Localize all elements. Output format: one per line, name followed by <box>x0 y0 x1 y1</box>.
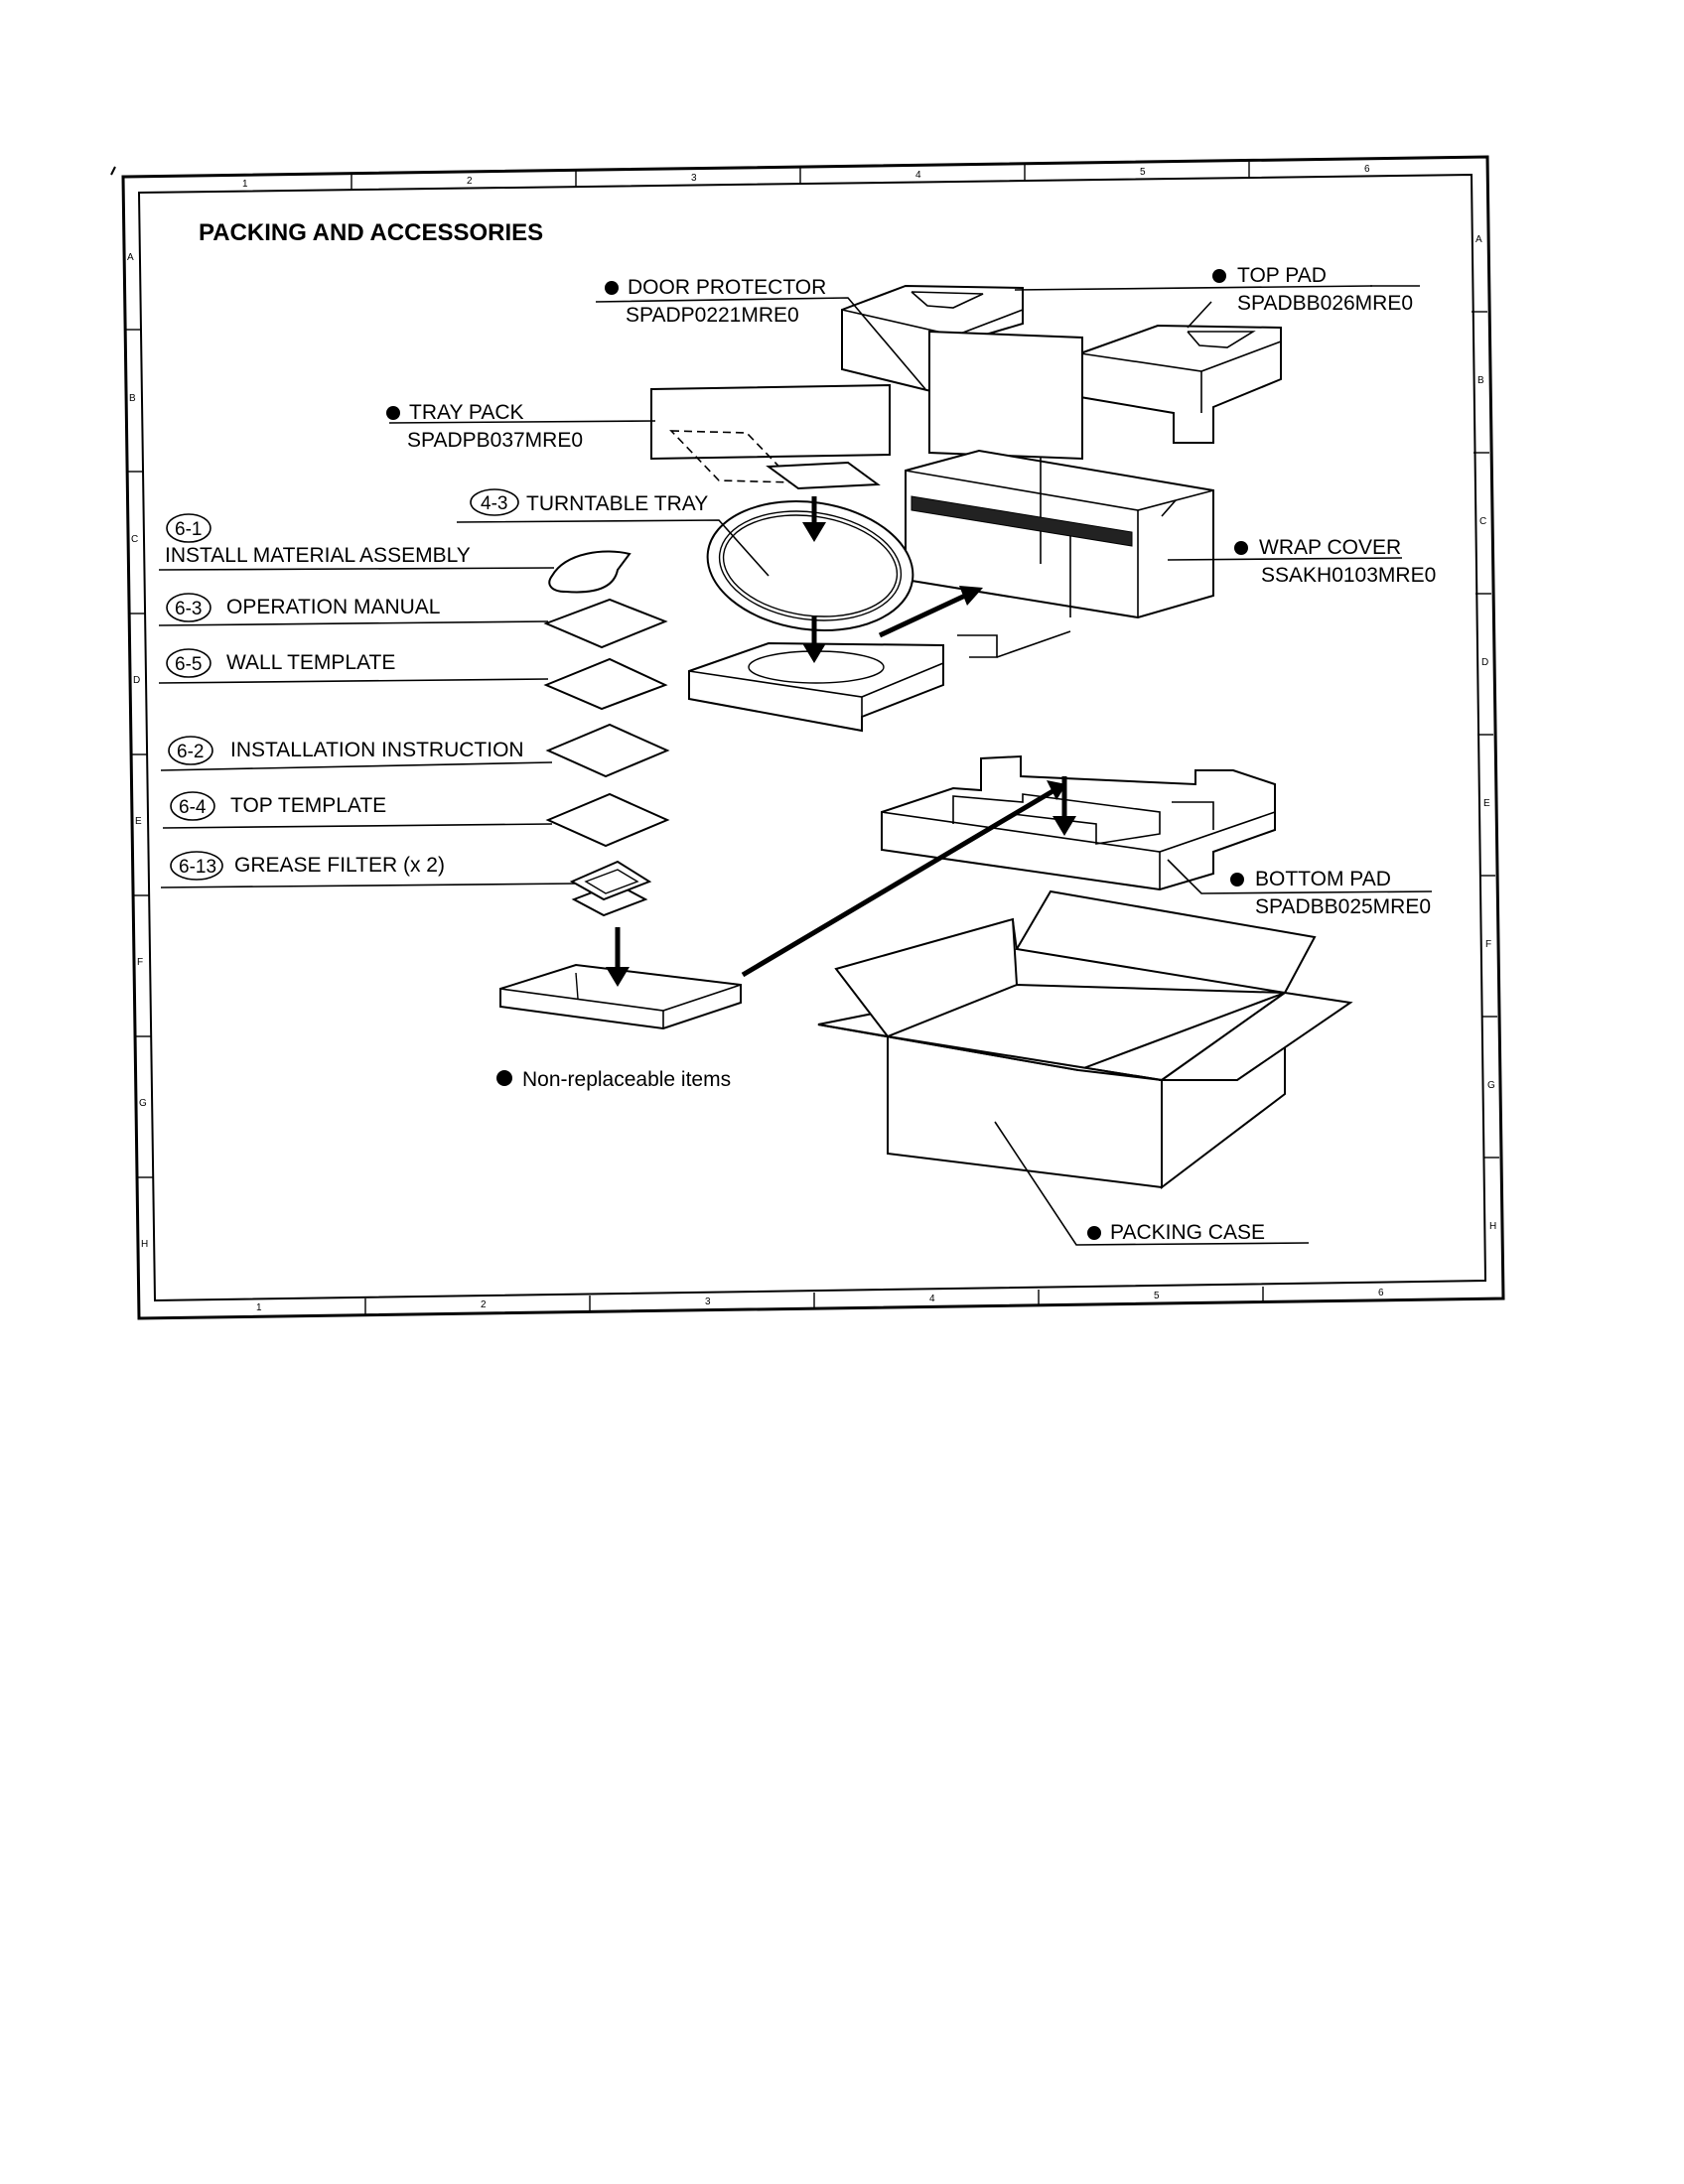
wrap-cover-bullet <box>1234 541 1248 555</box>
tray-pack-code: SPADPB037MRE0 <box>407 429 583 452</box>
grid-col-6: 6 <box>1364 164 1370 175</box>
door-protector-label: DOOR PROTECTOR <box>628 276 826 299</box>
assembly-arrows <box>606 496 1076 987</box>
grid-col-3-bottom: 3 <box>705 1297 711 1307</box>
bottom-pad-label: BOTTOM PAD <box>1255 868 1391 890</box>
operation-manual-ref-circle <box>166 593 211 622</box>
tray-pack-drawing <box>650 383 891 490</box>
grid-row-a: A <box>127 252 134 263</box>
grid-row-c: C <box>131 534 138 545</box>
grid-col-5: 5 <box>1140 167 1146 178</box>
grease-filter-label: GREASE FILTER (x 2) <box>234 854 445 877</box>
grid-col-5-bottom: 5 <box>1154 1291 1160 1301</box>
door-protector-bullet <box>605 281 619 295</box>
grid-col-6-bottom: 6 <box>1378 1288 1384 1298</box>
grid-row-g: G <box>139 1098 147 1109</box>
legend-bullet <box>496 1070 512 1086</box>
packing-case-drawing <box>817 889 1353 1190</box>
operation-manual-ref: 6-3 <box>175 599 202 619</box>
installation-instruction-label: INSTALLATION INSTRUCTION <box>230 739 524 761</box>
top-template-drawing <box>545 792 670 848</box>
installation-instruction-ref-circle <box>168 736 213 765</box>
grid-row-h: H <box>141 1239 148 1250</box>
tray-pack-label: TRAY PACK <box>409 401 524 424</box>
grid-col-1: 1 <box>242 179 248 190</box>
grid-col-2: 2 <box>467 176 473 187</box>
grid-row-f: F <box>137 957 143 968</box>
legend-label: Non-replaceable items <box>522 1068 731 1091</box>
turntable-tray-ref-circle <box>470 488 519 516</box>
grid-row-a-right: A <box>1475 234 1482 245</box>
grid-col-4: 4 <box>915 170 921 181</box>
bottom-pad-bullet <box>1230 873 1244 887</box>
turntable-tray-drawing <box>706 499 914 632</box>
grid-row-c-right: C <box>1479 516 1486 527</box>
tray-box-drawing <box>688 641 944 733</box>
grid-row-d: D <box>133 675 140 686</box>
grid-col-1-bottom: 1 <box>256 1302 262 1313</box>
grease-filter-ref: 6-13 <box>179 857 216 878</box>
wall-template-label: WALL TEMPLATE <box>226 651 395 674</box>
wall-template-ref: 6-5 <box>175 654 202 675</box>
grid-col-4-bottom: 4 <box>929 1294 935 1304</box>
wrap-cover-label: WRAP COVER <box>1259 536 1401 559</box>
bottom-pad-drawing <box>881 754 1276 891</box>
top-pad-label: TOP PAD <box>1237 264 1327 287</box>
grid-row-d-right: D <box>1481 657 1488 668</box>
turntable-tray-ref: 4-3 <box>481 493 507 514</box>
wrap-cover-drawing <box>905 449 1214 658</box>
corner-mark <box>110 166 116 176</box>
grid-row-g-right: G <box>1487 1080 1495 1091</box>
tray-pack-bullet <box>386 406 400 420</box>
grid-col-2-bottom: 2 <box>481 1299 487 1310</box>
installation-instruction-ref: 6-2 <box>177 742 204 762</box>
top-pad-bullet <box>1212 269 1226 283</box>
door-protector-drawing <box>928 330 1083 461</box>
filter-box-drawing <box>499 963 742 1030</box>
wrap-cover-code: SSAKH0103MRE0 <box>1261 564 1436 587</box>
install-material-ref-circle <box>166 513 211 543</box>
grid-col-3: 3 <box>691 173 697 184</box>
grease-filter-ref-circle <box>170 851 223 881</box>
install-material-ref: 6-1 <box>175 519 202 540</box>
turntable-tray-label: TURNTABLE TRAY <box>526 492 708 515</box>
grid-row-f-right: F <box>1485 939 1491 950</box>
grid-row-b: B <box>129 393 136 404</box>
bottom-pad-code: SPADBB025MRE0 <box>1255 895 1431 918</box>
packing-case-bullet <box>1087 1226 1101 1240</box>
diagram-title: PACKING AND ACCESSORIES <box>199 219 543 246</box>
top-template-label: TOP TEMPLATE <box>230 794 386 817</box>
packing-case-label: PACKING CASE <box>1110 1221 1265 1244</box>
top-pad-code: SPADBB026MRE0 <box>1237 292 1413 315</box>
installation-instruction-drawing <box>545 723 670 778</box>
grease-filter-drawing <box>569 860 652 917</box>
grid-row-e-right: E <box>1483 798 1490 809</box>
wall-template-drawing <box>543 657 668 711</box>
door-protector-code: SPADP0221MRE0 <box>626 304 799 327</box>
grid-row-h-right: H <box>1489 1221 1496 1232</box>
top-template-ref-circle <box>170 791 215 821</box>
grid-row-b-right: B <box>1477 375 1484 386</box>
operation-manual-drawing <box>543 598 668 649</box>
grid-row-e: E <box>135 816 142 827</box>
install-material-drawing <box>548 550 632 594</box>
operation-manual-label: OPERATION MANUAL <box>226 596 440 618</box>
drawing-frame: 1 2 3 4 5 6 1 2 3 4 5 6 A B C D E F G H … <box>121 155 1505 1320</box>
wall-template-ref-circle <box>166 648 211 678</box>
top-template-ref: 6-4 <box>179 797 207 818</box>
install-material-label: INSTALL MATERIAL ASSEMBLY <box>165 544 471 567</box>
